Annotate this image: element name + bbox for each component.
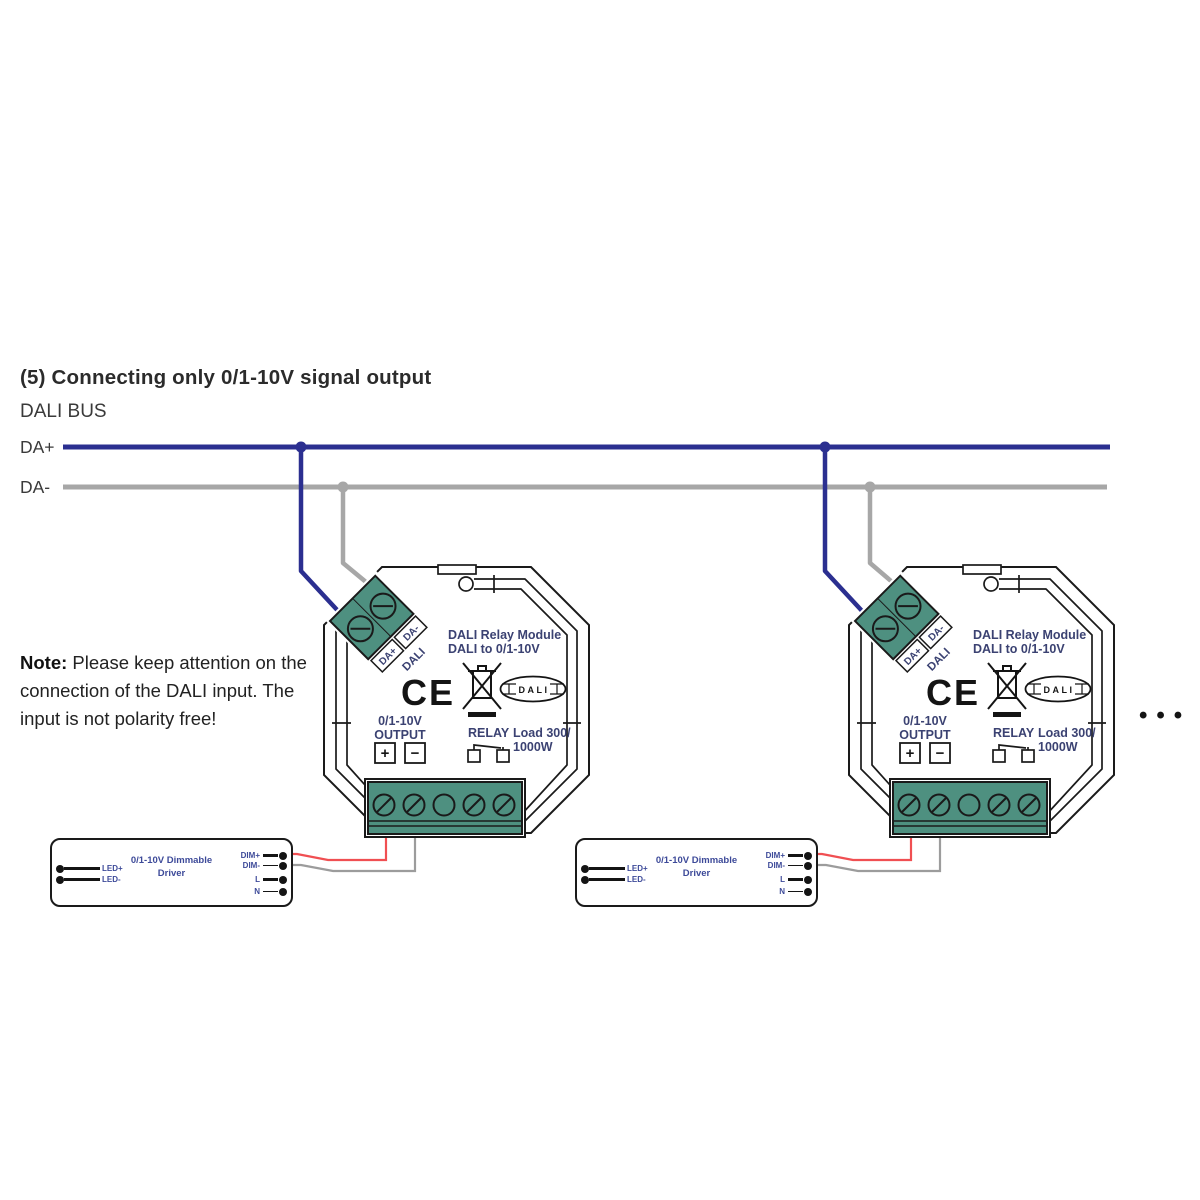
relay-label: RELAY xyxy=(468,726,510,740)
relay-switch-icon xyxy=(467,744,510,763)
output-terminal-block xyxy=(364,778,526,838)
svg-text:−: − xyxy=(936,745,945,762)
dali-input-terminal: DA+ DA- DALI xyxy=(325,570,432,677)
module-title-line2: DALI to 0/1-10V xyxy=(973,642,1065,656)
da-plus-label: DA+ xyxy=(20,437,55,457)
module-title-line1: DALI Relay Module xyxy=(973,628,1086,642)
terminal-dot xyxy=(279,851,287,860)
weee-bin-icon xyxy=(462,662,502,717)
da-plus-drop-wire-2 xyxy=(822,447,865,614)
terminal-dot xyxy=(804,851,812,860)
terminal-dot xyxy=(56,864,64,873)
terminal-dot xyxy=(279,887,287,896)
terminal-dim-minus: DIM- xyxy=(768,861,812,870)
module-title-line1: DALI Relay Module xyxy=(448,628,561,642)
svg-text:DALI: DALI xyxy=(519,685,550,695)
terminal-led-plus: LED+ xyxy=(581,864,648,873)
terminal-dim-plus: DIM+ xyxy=(241,851,287,860)
dali-relay-module-1: DALI Relay Module DALI to 0/1-10V CE DAL… xyxy=(323,564,590,838)
terminal-dot xyxy=(279,875,287,884)
output-plus-terminal xyxy=(899,742,921,764)
da-minus-drop-wire-1 xyxy=(340,487,374,589)
dali-relay-module-2: DALI Relay Module DALI to 0/1-10V CE DAL… xyxy=(848,564,1115,838)
dali-logo-icon: DALI xyxy=(499,675,567,703)
terminal-dot xyxy=(804,875,812,884)
weee-bin-icon xyxy=(987,662,1027,717)
terminal-n: N xyxy=(254,887,287,896)
continuation-dots-icon: ••• xyxy=(1139,702,1192,729)
relay-load-line2: 1000W xyxy=(513,740,553,754)
terminal-dot xyxy=(581,875,589,884)
terminal-led-minus: LED- xyxy=(581,875,646,884)
terminal-l: L xyxy=(780,875,812,884)
terminal-dot xyxy=(279,861,287,870)
relay-load-line2: 1000W xyxy=(1038,740,1078,754)
terminal-dot xyxy=(804,887,812,896)
output-terminal-block xyxy=(889,778,1051,838)
terminal-dot xyxy=(581,864,589,873)
terminal-dim-plus: DIM+ xyxy=(766,851,812,860)
ce-mark-icon: CE xyxy=(401,672,455,713)
svg-text:+: + xyxy=(381,745,390,762)
dali-logo-icon: DALI xyxy=(1024,675,1092,703)
relay-load-line1: Load 300/ xyxy=(513,726,571,740)
output-label-line2: OUTPUT xyxy=(899,728,951,742)
da-minus-drop-wire-2 xyxy=(867,487,900,589)
dim-plus-wire-2 xyxy=(812,835,913,862)
terminal-dot xyxy=(56,875,64,884)
terminal-l: L xyxy=(255,875,287,884)
output-plus-terminal xyxy=(374,742,396,764)
dimmable-driver-2: 0/1-10V Dimmable Driver LED+ LED- DIM+ D… xyxy=(575,838,818,907)
terminal-led-plus: LED+ xyxy=(56,864,123,873)
relay-label: RELAY xyxy=(993,726,1035,740)
dim-minus-wire-1 xyxy=(287,835,417,873)
relay-switch-icon xyxy=(992,744,1035,763)
dim-minus-wire-2 xyxy=(812,835,942,873)
dali-bus-label: DALI BUS xyxy=(20,401,107,422)
note-text: Note: Please keep attention on the conne… xyxy=(20,649,332,733)
output-minus-terminal xyxy=(929,742,951,764)
terminal-n: N xyxy=(779,887,812,896)
driver-name: 0/1-10V Dimmable Driver xyxy=(130,855,213,879)
housing-notch xyxy=(437,564,477,575)
terminal-dim-minus: DIM- xyxy=(243,861,287,870)
output-label-line2: OUTPUT xyxy=(374,728,426,742)
driver-name: 0/1-10V Dimmable Driver xyxy=(655,855,738,879)
module-title-line2: DALI to 0/1-10V xyxy=(448,642,540,656)
output-label-line1: 0/1-10V xyxy=(378,714,422,728)
svg-text:+: + xyxy=(906,745,915,762)
dali-input-terminal: DA+ DA- DALI xyxy=(850,570,957,677)
housing-notch xyxy=(962,564,1002,575)
output-label-line1: 0/1-10V xyxy=(903,714,947,728)
svg-text:DALI: DALI xyxy=(1044,685,1075,695)
da-minus-label: DA- xyxy=(20,477,51,497)
note-label: Note: xyxy=(20,652,68,673)
terminal-led-minus: LED- xyxy=(56,875,121,884)
da-plus-drop-wire-1 xyxy=(298,447,341,614)
svg-text:−: − xyxy=(411,745,420,762)
ce-mark-icon: CE xyxy=(926,672,980,713)
relay-load-line1: Load 300/ xyxy=(1038,726,1096,740)
dim-plus-wire-1 xyxy=(287,835,388,862)
dimmable-driver-1: 0/1-10V Dimmable Driver LED+ LED- DIM+ D… xyxy=(50,838,293,907)
terminal-dot xyxy=(804,861,812,870)
section-title: (5) Connecting only 0/1-10V signal outpu… xyxy=(20,366,432,389)
note-body: Please keep attention on the connection … xyxy=(20,652,307,729)
output-minus-terminal xyxy=(404,742,426,764)
